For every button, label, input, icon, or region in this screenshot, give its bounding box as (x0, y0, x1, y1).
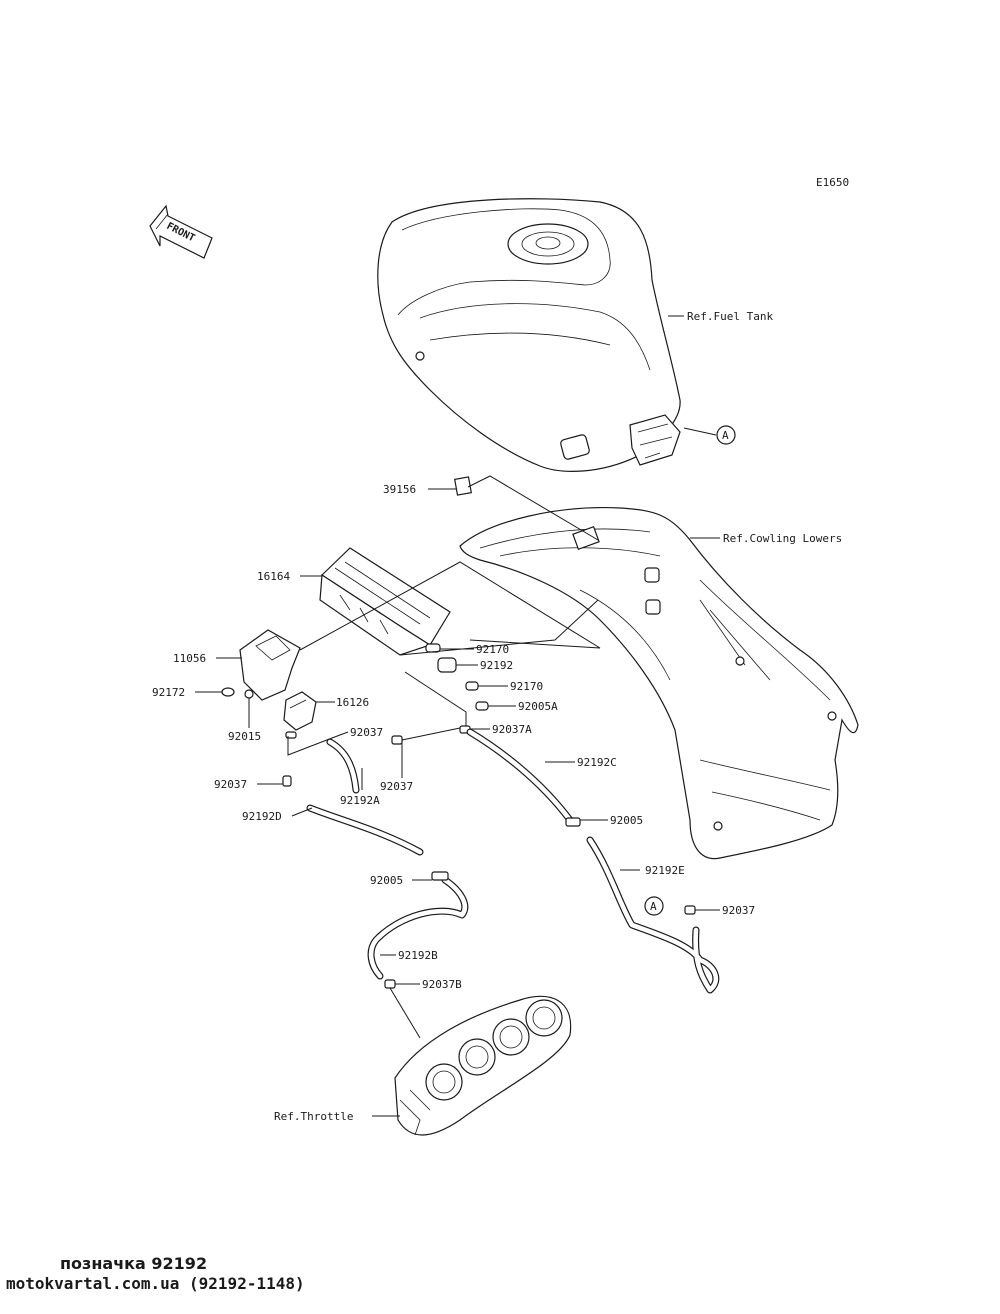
part-label: 92192B (398, 949, 438, 962)
part-label: 92005 (610, 814, 643, 827)
part-label: 16164 (257, 570, 290, 583)
part-label: 92192E (645, 864, 685, 877)
connector-marker-a-bottom: A (644, 896, 664, 916)
part-label: 16126 (336, 696, 369, 709)
ref-fuel-tank-label: Ref.Fuel Tank (687, 310, 773, 323)
footer-caption: позначка 92192 (60, 1254, 208, 1273)
ref-cowling-lowers-label: Ref.Cowling Lowers (723, 532, 842, 545)
part-label: 11056 (173, 652, 206, 665)
throttle-body-drawing (394, 995, 572, 1136)
part-label: 39156 (383, 483, 416, 496)
hoses (306, 728, 720, 994)
ref-throttle-label: Ref.Throttle (274, 1110, 353, 1123)
fuel-tank-drawing (377, 198, 681, 472)
footer-site-link[interactable]: motokvartal.com.ua (92192-1148) (6, 1274, 305, 1293)
part-label: 92005A (518, 700, 558, 713)
part-label: 92192C (577, 756, 617, 769)
part-label: 92037A (492, 723, 532, 736)
part-label: 92170 (510, 680, 543, 693)
canister-16164 (319, 547, 451, 656)
part-label: 92005 (370, 874, 403, 887)
valve-16126 (283, 691, 317, 731)
part-label: 92172 (152, 686, 185, 699)
leader-lines (195, 315, 720, 1117)
part-label: 92037 (214, 778, 247, 791)
svg-text:A: A (650, 900, 657, 913)
part-label: 92192A (340, 794, 380, 807)
part-label: 92037 (722, 904, 755, 917)
bracket-11056 (239, 629, 301, 701)
part-label: 92192 (480, 659, 513, 672)
svg-text:A: A (722, 429, 729, 442)
part-label: 92170 (476, 643, 509, 656)
part-label: 92037 (350, 726, 383, 739)
part-label: 92037 (380, 780, 413, 793)
front-arrow-icon: FRONT (149, 204, 213, 259)
part-label: 92037B (422, 978, 462, 991)
diagram-code: E1650 (816, 176, 849, 189)
cowling-lowers-drawing (459, 507, 859, 860)
connector-marker-a-top: A (716, 425, 736, 445)
part-label: 92015 (228, 730, 261, 743)
part-label: 92192D (242, 810, 282, 823)
